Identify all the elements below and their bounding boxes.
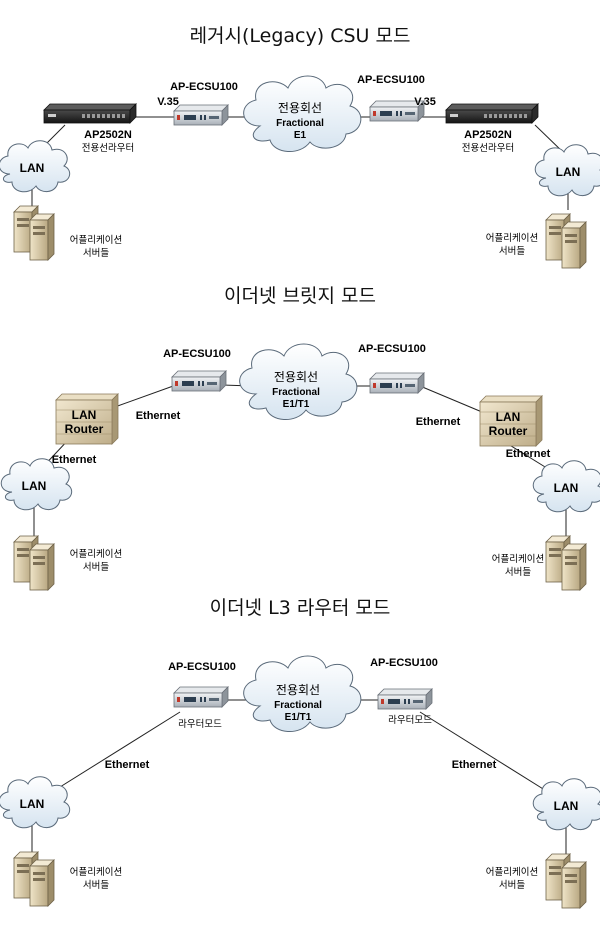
right-router-device xyxy=(445,103,539,124)
left-csu-mode-label: 라우터모드 xyxy=(178,719,222,730)
right-server-icon xyxy=(545,213,587,269)
right-csu-mode-label: 라우터모드 xyxy=(388,715,432,726)
left-csu-label: AP-ECSU100 xyxy=(163,348,231,360)
cloud-label-line: E1/T1 xyxy=(285,712,312,723)
section-title: 이더넷 L3 라우터 모드 xyxy=(210,597,391,619)
right-server-label-1: 어플리케이션 xyxy=(486,233,538,244)
right-server-label-1: 어플리케이션 xyxy=(492,554,544,565)
left-ethernet-label: Ethernet xyxy=(105,759,150,771)
cloud-label-kr: 전용회선 xyxy=(278,101,322,115)
left-server-icon xyxy=(13,851,55,907)
section-title: 레거시(Legacy) CSU 모드 xyxy=(190,25,411,47)
right-server-label-2: 서버들 xyxy=(499,246,525,257)
left-server-label-1: 어플리케이션 xyxy=(70,549,122,560)
left-csu-label: AP-ECSU100 xyxy=(168,661,236,673)
right-v35-label: V.35 xyxy=(414,96,436,108)
right-server-icon xyxy=(545,535,587,591)
right-server-label-2: 서버들 xyxy=(505,567,531,578)
left-server-label-1: 어플리케이션 xyxy=(70,867,122,878)
right-ethernet-bottom-label: Ethernet xyxy=(506,448,551,460)
right-server-icon xyxy=(545,853,587,909)
left-csu-device xyxy=(173,104,229,126)
left-server-label-2: 서버들 xyxy=(83,562,109,573)
cloud-label-kr: 전용회선 xyxy=(274,370,318,384)
right-lan-router-label-2: Router xyxy=(489,424,528,438)
right-csu-device xyxy=(369,372,425,394)
right-server-label-1: 어플리케이션 xyxy=(486,867,538,878)
cloud-label-fractional: Fractional xyxy=(276,118,324,129)
left-router-desc: 전용선라우터 xyxy=(82,143,134,154)
cloud-label-line: E1/T1 xyxy=(283,399,310,410)
left-server-label-2: 서버들 xyxy=(83,880,109,891)
left-router-device xyxy=(43,103,137,124)
left-server-icon xyxy=(13,205,55,261)
left-lan-label: LAN xyxy=(20,797,45,811)
cloud-label-fractional: Fractional xyxy=(272,387,320,398)
right-lan-label: LAN xyxy=(556,165,581,179)
left-lan-label: LAN xyxy=(22,479,47,493)
left-server-label-2: 서버들 xyxy=(83,248,109,259)
right-lan-label: LAN xyxy=(554,799,579,813)
left-csu-label: AP-ECSU100 xyxy=(170,81,238,93)
left-server-icon xyxy=(13,535,55,591)
section-legacy-csu: 레거시(Legacy) CSU 모드 AP-ECSU100 AP-ECSU100… xyxy=(0,25,600,269)
cloud-label-kr: 전용회선 xyxy=(276,683,320,697)
cloud-label-line: E1 xyxy=(294,130,307,141)
right-server-label-2: 서버들 xyxy=(499,880,525,891)
right-lan-router-label-1: LAN xyxy=(496,410,521,424)
left-csu-device xyxy=(173,686,229,708)
right-ethernet-label: Ethernet xyxy=(452,759,497,771)
right-router-model: AP2502N xyxy=(464,129,512,141)
right-lan-label: LAN xyxy=(554,481,579,495)
section-ethernet-l3-router: 이더넷 L3 라우터 모드 AP-ECSU100 AP-ECSU100 라우터모… xyxy=(0,597,600,909)
left-ethernet-top-label: Ethernet xyxy=(136,410,181,422)
section-title: 이더넷 브릿지 모드 xyxy=(224,285,376,307)
right-router-desc: 전용선라우터 xyxy=(462,143,514,154)
left-v35-label: V.35 xyxy=(157,96,179,108)
right-csu-label: AP-ECSU100 xyxy=(358,343,426,355)
left-ethernet-bottom-label: Ethernet xyxy=(52,454,97,466)
left-server-label-1: 어플리케이션 xyxy=(70,235,122,246)
left-lan-router-label-2: Router xyxy=(65,422,104,436)
right-csu-label: AP-ECSU100 xyxy=(370,657,438,669)
right-csu-device xyxy=(377,688,433,710)
left-lan-label: LAN xyxy=(20,161,45,175)
section-ethernet-bridge: 이더넷 브릿지 모드 AP-ECSU100 AP-ECSU100 전용회선 Fr… xyxy=(0,285,600,591)
right-ethernet-top-label: Ethernet xyxy=(416,416,461,428)
right-csu-label: AP-ECSU100 xyxy=(357,74,425,86)
left-csu-device xyxy=(171,370,227,392)
left-router-model: AP2502N xyxy=(84,129,132,141)
left-lan-router-label-1: LAN xyxy=(72,408,97,422)
cloud-label-fractional: Fractional xyxy=(274,700,322,711)
